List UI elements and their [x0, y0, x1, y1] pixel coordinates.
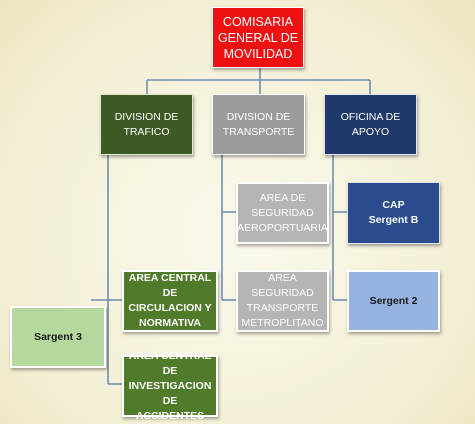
node-division-transporte: DIVISION DE TRANSPORTE: [212, 94, 305, 155]
node-oficina-apoyo-label: OFICINA DE APOYO: [340, 110, 401, 138]
node-division-trafico-label: DIVISION DE TRAFICO: [114, 110, 179, 138]
node-sargent-3-label: Sargent 3: [34, 330, 82, 343]
node-area-central-investigacion-label: AREA CENTRAL DE INVESTIGACION DE ACCIDEN…: [128, 349, 212, 422]
node-area-seguridad-transporte-metropolitano: AREA SEGURIDAD TRANSPORTE METROPLITANO: [236, 270, 329, 332]
node-sergent-2: Sergent 2: [347, 270, 440, 332]
node-division-transporte-label: DIVISION DE TRANSPORTE: [222, 110, 295, 138]
node-comisaria-general: COMISARIA GENERAL DE MOVILIDAD: [212, 7, 304, 68]
node-sergent-2-label: Sergent 2: [369, 294, 418, 307]
node-cap-sergent-b: CAP Sergent B: [347, 182, 440, 244]
node-area-central-investigacion: AREA CENTRAL DE INVESTIGACION DE ACCIDEN…: [122, 350, 218, 422]
node-area-central-circulacion: AREA CENTRAL DE CIRCULACION Y NORMATIVA: [122, 270, 218, 332]
node-division-trafico: DIVISION DE TRAFICO: [100, 94, 193, 155]
node-cap-sergent-b-label: CAP Sergent B: [368, 199, 419, 226]
node-sargent-3: Sargent 3: [10, 306, 106, 368]
node-area-seguridad-aeroportuaria: AREA DE SEGURIDAD AEROPORTUARIA: [236, 182, 329, 244]
node-comisaria-general-label: COMISARIA GENERAL DE MOVILIDAD: [217, 14, 299, 61]
node-oficina-apoyo: OFICINA DE APOYO: [324, 94, 417, 155]
node-area-seguridad-transporte-metropolitano-label: AREA SEGURIDAD TRANSPORTE METROPLITANO: [241, 272, 324, 329]
node-area-seguridad-aeroportuaria-label: AREA DE SEGURIDAD AEROPORTUARIA: [237, 191, 328, 234]
node-area-central-circulacion-label: AREA CENTRAL DE CIRCULACION Y NORMATIVA: [128, 272, 212, 329]
